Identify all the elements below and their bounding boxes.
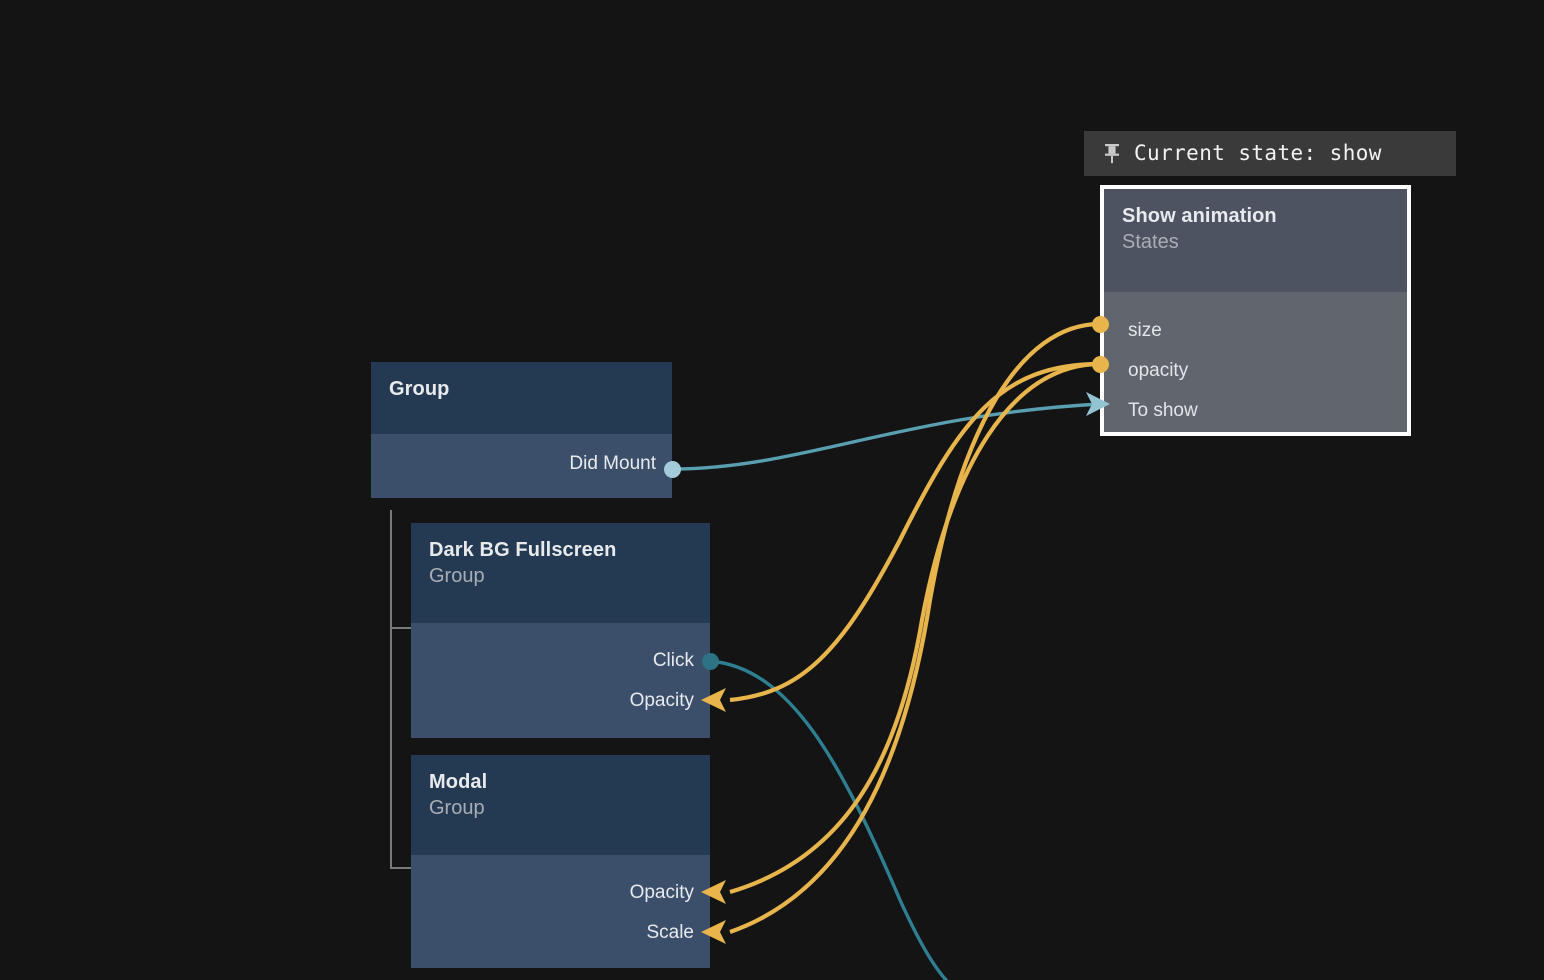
node-show-animation-title: Show animation (1122, 205, 1277, 227)
tree-branch-darkbg (390, 627, 411, 629)
node-show-animation-header[interactable]: Show animation States (1104, 189, 1407, 292)
node-group-body: Did Mount (371, 434, 672, 498)
wire-opacity-to-darkbg-opacity (729, 361, 1101, 703)
node-dark-bg-fullscreen-header[interactable]: Dark BG Fullscreen Group (411, 523, 710, 623)
port-dot-did-mount[interactable] (664, 461, 681, 478)
tree-vertical-line (390, 510, 392, 869)
wire-didmount-to-show (671, 402, 1101, 471)
port-label-darkbg-opacity: Opacity (629, 690, 694, 711)
port-row-to-show[interactable]: To show (1104, 391, 1407, 431)
port-label-size: size (1128, 320, 1162, 341)
port-row-click[interactable]: Click (411, 641, 710, 681)
port-row-opacity[interactable]: opacity (1104, 351, 1407, 391)
port-row-size[interactable]: size (1104, 311, 1407, 351)
port-row-modal-opacity[interactable]: Opacity (411, 873, 710, 913)
node-modal-header[interactable]: Modal Group (411, 755, 710, 855)
node-dark-bg-fullscreen-subtitle: Group (429, 565, 485, 587)
node-modal-title: Modal (429, 771, 488, 793)
port-row-modal-scale[interactable]: Scale (411, 913, 710, 953)
port-label-opacity: opacity (1128, 360, 1189, 381)
node-modal[interactable]: Modal Group Opacity Scale (411, 755, 710, 968)
port-label-modal-opacity: Opacity (629, 882, 694, 903)
node-group-title: Group (389, 378, 450, 400)
port-dot-click[interactable] (702, 653, 719, 670)
wire-size-to-scale (729, 321, 1101, 934)
node-group[interactable]: Group Did Mount (371, 362, 672, 498)
wire-click-offscreen (709, 659, 949, 980)
node-show-animation[interactable]: Show animation States size opacity To sh… (1100, 185, 1411, 436)
node-dark-bg-fullscreen-title: Dark BG Fullscreen (429, 539, 617, 561)
port-label-did-mount: Did Mount (569, 453, 656, 474)
tree-branch-modal (390, 867, 411, 869)
port-row-darkbg-opacity[interactable]: Opacity (411, 681, 710, 721)
current-state-text: Current state: show (1134, 141, 1382, 165)
node-modal-body: Opacity Scale (411, 855, 710, 968)
current-state-chip[interactable]: Current state: show (1084, 131, 1456, 176)
node-modal-subtitle: Group (429, 797, 485, 819)
node-show-animation-subtitle: States (1122, 231, 1179, 253)
port-dot-opacity[interactable] (1092, 356, 1109, 373)
port-label-modal-scale: Scale (646, 922, 694, 943)
port-label-to-show: To show (1128, 400, 1198, 421)
pushpin-icon (1102, 142, 1122, 164)
wire-opacity-to-modal-opacity (729, 361, 1101, 895)
node-show-animation-body: size opacity To show (1104, 292, 1407, 432)
node-dark-bg-fullscreen-body: Click Opacity (411, 623, 710, 738)
port-label-click: Click (652, 650, 694, 671)
node-group-header[interactable]: Group (371, 362, 672, 434)
port-dot-size[interactable] (1092, 316, 1109, 333)
node-dark-bg-fullscreen[interactable]: Dark BG Fullscreen Group Click Opacity (411, 523, 710, 738)
port-row-did-mount[interactable]: Did Mount (371, 444, 672, 484)
